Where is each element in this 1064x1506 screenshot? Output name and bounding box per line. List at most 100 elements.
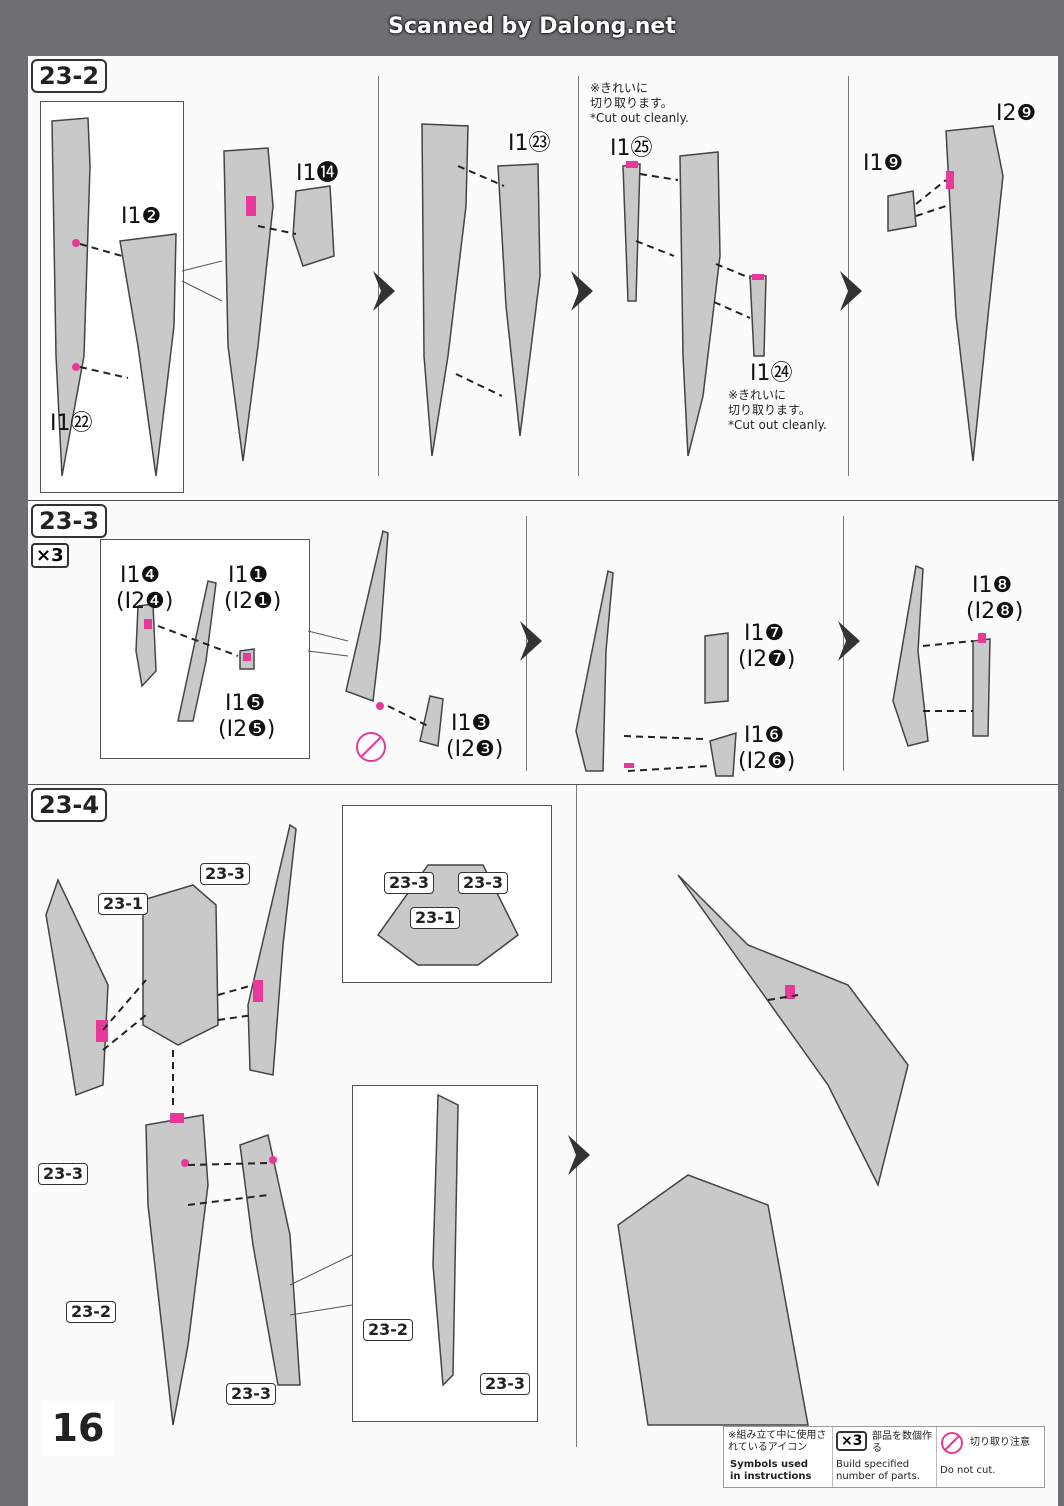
part-label: I1㉔ [750,361,793,386]
blade-part [177,580,217,722]
blade-part [51,117,91,477]
pink-peg [269,1156,277,1164]
step-arrow-icon [840,271,862,311]
center-part [142,884,219,1046]
step-label: 23-4 [31,788,108,822]
divider [526,516,527,771]
pink-peg [72,239,80,247]
pink-highlight [253,980,263,1002]
part-label: I1㉒ [50,411,93,436]
part-label: I1❷ [121,204,162,229]
part-label: (I2❹) [116,589,174,614]
pink-highlight [978,633,986,643]
small-part [887,190,917,232]
legend-cell: ※組み立て中に使用されているアイコン Symbols used in instr… [724,1427,833,1487]
part-label: (I2❼) [738,647,796,672]
pink-highlight [144,619,152,629]
part-label: I1❶ [228,563,269,588]
part-label: I1❺ [225,691,266,716]
part-label: (I2❸) [446,737,504,762]
blade-part [145,1114,209,1426]
part-label: I2❾ [996,101,1037,126]
pink-highlight [624,763,634,768]
plate-part [119,233,177,477]
scan-header: Scanned by Dalong.net [0,0,1064,56]
part-label: I1㉕ [610,136,653,161]
scan-watermark: Scanned by Dalong.net [388,14,676,39]
pink-highlight [243,653,251,661]
pink-peg [376,702,384,710]
step-23-2-drawing [51,117,1004,477]
small-part [709,731,737,777]
blade-part [575,569,614,772]
part-label: I1❹ [120,563,161,588]
divider [848,76,849,476]
curved-part [972,638,991,737]
blade-part [223,147,274,462]
subassembly-ref: 23-3 [458,872,509,894]
blade-part [679,151,721,457]
step-arrow-icon [838,621,860,661]
part-label: (I2❺) [218,717,276,742]
pink-highlight [246,196,256,216]
step-label: 23-3 [31,504,108,538]
divider [576,785,577,1447]
subassembly-ref: 23-1 [98,893,149,915]
subassembly-ref: 23-2 [66,1301,117,1323]
strip-part [622,163,641,302]
blade-part [945,125,1004,462]
divider [578,76,579,476]
part-label: I1❾ [863,151,904,176]
blade-part [421,123,469,457]
cut-note: ※きれいに 切り取ります。 *Cut out cleanly. [728,388,827,432]
multiplier-icon: ×3 [836,1431,868,1451]
pink-highlight [96,1020,108,1042]
grip-part [292,185,335,267]
pink-peg [72,363,80,371]
subassembly-ref: 23-3 [384,872,435,894]
pink-highlight [785,985,795,999]
step-arrow-icon [373,271,395,311]
step-label: 23-2 [31,59,108,93]
subassembly-ref: 23-3 [38,1163,89,1185]
part-label: (I2❻) [738,749,796,774]
legend-cell: ×3 部品を数個作る Build specified number of par… [832,1427,937,1487]
part-label: I1❸ [451,711,492,736]
pink-highlight [946,171,954,189]
step-arrow-icon [568,1135,590,1175]
page-number: 16 [43,1401,113,1456]
blade-part [345,529,389,703]
part-label: I1❼ [744,621,785,646]
small-part [704,632,729,704]
wing-part [247,823,297,1076]
subassembly-ref: 23-3 [480,1373,531,1395]
step-23-3-drawing [135,529,991,777]
side-part [497,163,541,437]
small-part [419,695,444,747]
subassembly-ref: 23-2 [363,1319,414,1341]
wing-part [239,1134,301,1386]
step-23-2: 23-2 [28,56,1058,496]
part-label: (I2❽) [966,599,1024,624]
mounted-sword [677,874,909,1188]
pink-highlight [752,274,764,280]
step-arrow-icon [520,621,542,661]
part-label: I1㉓ [508,131,551,156]
subassembly-ref: 23-1 [410,907,461,929]
symbols-legend: ※組み立て中に使用されているアイコン Symbols used in instr… [723,1426,1045,1488]
multiplier-badge: ×3 [31,543,69,568]
subassembly-ref: 23-3 [200,863,251,885]
instruction-sheet: 23-2 [28,56,1058,1506]
pink-peg [181,1159,189,1167]
wing-part [45,878,109,1097]
small-part [135,603,157,688]
blade-part [892,564,929,747]
subassembly-ref: 23-3 [226,1383,277,1405]
part-label: I1❽ [972,573,1013,598]
pink-highlight [626,161,638,168]
strip-part [749,275,767,357]
cut-note: ※きれいに 切り取ります。 *Cut out cleanly. [590,81,689,125]
part-label: I1❻ [744,723,785,748]
part-label: (I2❶) [224,589,282,614]
assembled-blade [432,1093,459,1387]
